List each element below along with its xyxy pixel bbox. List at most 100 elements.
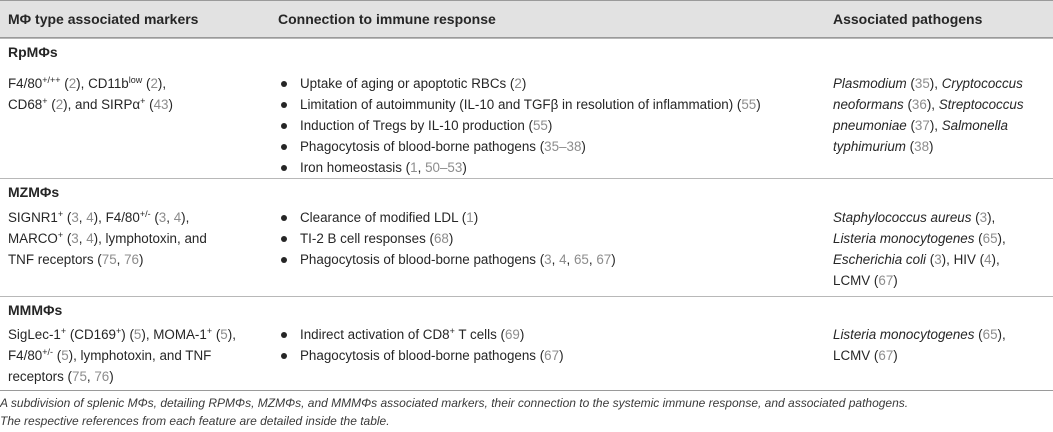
text-segment: F4/80	[8, 76, 43, 91]
reference-link[interactable]: 2	[150, 76, 158, 91]
reference-link[interactable]: 3	[71, 231, 79, 246]
text-segment: )	[547, 118, 553, 133]
caption-line: A subdivision of splenic MΦs, detailing …	[0, 396, 909, 410]
text-segment: Iron homeostasis (	[300, 160, 411, 175]
reference-link[interactable]: 55	[532, 118, 548, 133]
reference-link[interactable]: 35–38	[544, 139, 582, 154]
section-title: MMMΦs	[8, 302, 63, 318]
section-title: RpMΦs	[8, 44, 58, 60]
reference-link[interactable]: 5	[61, 348, 69, 363]
reference-link[interactable]: 50–53	[425, 160, 463, 175]
text-segment: (	[150, 210, 159, 225]
text-segment: ,	[566, 252, 574, 267]
reference-link[interactable]: 67	[596, 252, 612, 267]
text-segment: )	[611, 252, 616, 267]
reference-link[interactable]: 75	[101, 252, 117, 267]
immune-function-item: Indirect activation of CD8+ T cells (69)	[278, 324, 823, 345]
reference-link[interactable]: 3	[71, 210, 79, 225]
reference-link[interactable]: 1	[466, 210, 474, 225]
reference-link[interactable]: 37	[914, 118, 930, 133]
text-segment: ),	[991, 252, 1000, 267]
reference-link[interactable]: 36	[911, 97, 927, 112]
text-segment: ,	[588, 252, 597, 267]
text-segment: Phagocytosis of blood-borne pathogens (	[300, 348, 545, 363]
text-segment: ), lymphotoxin, and	[93, 231, 207, 246]
pathogen-name: neoformans	[833, 97, 904, 112]
text-segment: MARCO	[8, 231, 58, 246]
reference-link[interactable]: 3	[544, 252, 552, 267]
superscript: low	[128, 75, 143, 85]
superscript: +	[449, 326, 455, 336]
reference-link[interactable]: 3	[934, 252, 942, 267]
reference-link[interactable]: 68	[433, 231, 449, 246]
pathogens-cell: Staphylococcus aureus (3),Listeria monoc…	[833, 207, 1048, 291]
reference-link[interactable]: 75	[72, 369, 87, 384]
reference-link[interactable]: 4	[984, 252, 992, 267]
text-segment: )	[521, 76, 527, 91]
reference-link[interactable]: 1	[410, 160, 418, 175]
text-segment: ), CD11b	[76, 76, 129, 91]
reference-link[interactable]: 65	[982, 231, 998, 246]
reference-link[interactable]: 2	[55, 97, 64, 112]
reference-link[interactable]: 4	[173, 210, 182, 225]
text-segment: ,	[78, 210, 87, 225]
superscript: +	[42, 96, 48, 106]
text-segment: ),	[997, 231, 1006, 246]
reference-link[interactable]: 3	[158, 210, 167, 225]
immune-function-item: Clearance of modified LDL (1)	[278, 207, 823, 228]
reference-link[interactable]: 65	[982, 327, 998, 342]
pathogen-name: pneumoniae	[833, 118, 907, 133]
text-segment: ,	[551, 252, 560, 267]
text-segment: LCMV (	[833, 348, 879, 363]
reference-link[interactable]: 67	[878, 273, 894, 288]
reference-link[interactable]: 55	[741, 97, 757, 112]
text-segment: ), HIV (	[941, 252, 985, 267]
section-header-rpm: RpMΦs	[0, 38, 1053, 65]
markers-cell: SigLec-1+ (CD169+) (5), MOMA-1+ (5),F4/8…	[8, 324, 273, 387]
text-segment: (	[212, 327, 221, 342]
text-segment: Indirect activation of CD8	[300, 327, 450, 342]
reference-link[interactable]: 5	[133, 327, 142, 342]
header-markers: MΦ type associated markers	[8, 11, 199, 27]
table-header-row: MΦ type associated markers Connection to…	[0, 0, 1053, 38]
reference-link[interactable]: 4	[86, 210, 94, 225]
header-pathogens: Associated pathogens	[833, 11, 983, 27]
text-segment: TI-2 B cell responses (	[300, 231, 434, 246]
text-segment: )	[893, 348, 898, 363]
pathogen-name: typhimurium	[833, 139, 906, 154]
immune-function-item: Phagocytosis of blood-borne pathogens (3…	[278, 249, 823, 270]
text-segment: ), MOMA-1	[141, 327, 207, 342]
reference-link[interactable]: 3	[979, 210, 988, 225]
text-segment: ), and SIRPα	[63, 97, 141, 112]
reference-link[interactable]: 5	[220, 327, 228, 342]
text-segment: )	[448, 231, 454, 246]
reference-link[interactable]: 2	[68, 76, 77, 91]
immune-function-item: TI-2 B cell responses (68)	[278, 228, 823, 249]
reference-link[interactable]: 4	[559, 252, 567, 267]
reference-link[interactable]: 43	[153, 97, 169, 112]
superscript: +	[140, 96, 146, 106]
reference-link[interactable]: 76	[124, 252, 140, 267]
pathogens-cell: Listeria monocytogenes (65),LCMV (67)	[833, 324, 1048, 366]
immune-function-item: Phagocytosis of blood-borne pathogens (3…	[278, 136, 823, 157]
table-caption: A subdivision of splenic MΦs, detailing …	[0, 394, 1053, 430]
superscript: +	[116, 326, 122, 336]
reference-link[interactable]: 38	[914, 139, 930, 154]
immune-response-list: Clearance of modified LDL (1)TI-2 B cell…	[278, 207, 823, 270]
reference-link[interactable]: 4	[86, 231, 94, 246]
reference-link[interactable]: 2	[514, 76, 522, 91]
reference-link[interactable]: 65	[573, 252, 589, 267]
text-segment: (	[906, 118, 915, 133]
reference-link[interactable]: 76	[94, 369, 110, 384]
text-segment: )	[109, 369, 114, 384]
reference-link[interactable]: 67	[544, 348, 560, 363]
reference-link[interactable]: 67	[878, 348, 894, 363]
text-segment: (	[926, 252, 935, 267]
text-segment: (	[971, 210, 980, 225]
text-segment: )	[462, 160, 467, 175]
pathogen-name: Cryptococcus	[941, 76, 1023, 91]
text-segment: (	[145, 97, 154, 112]
reference-link[interactable]: 69	[504, 327, 520, 342]
reference-link[interactable]: 35	[914, 76, 930, 91]
